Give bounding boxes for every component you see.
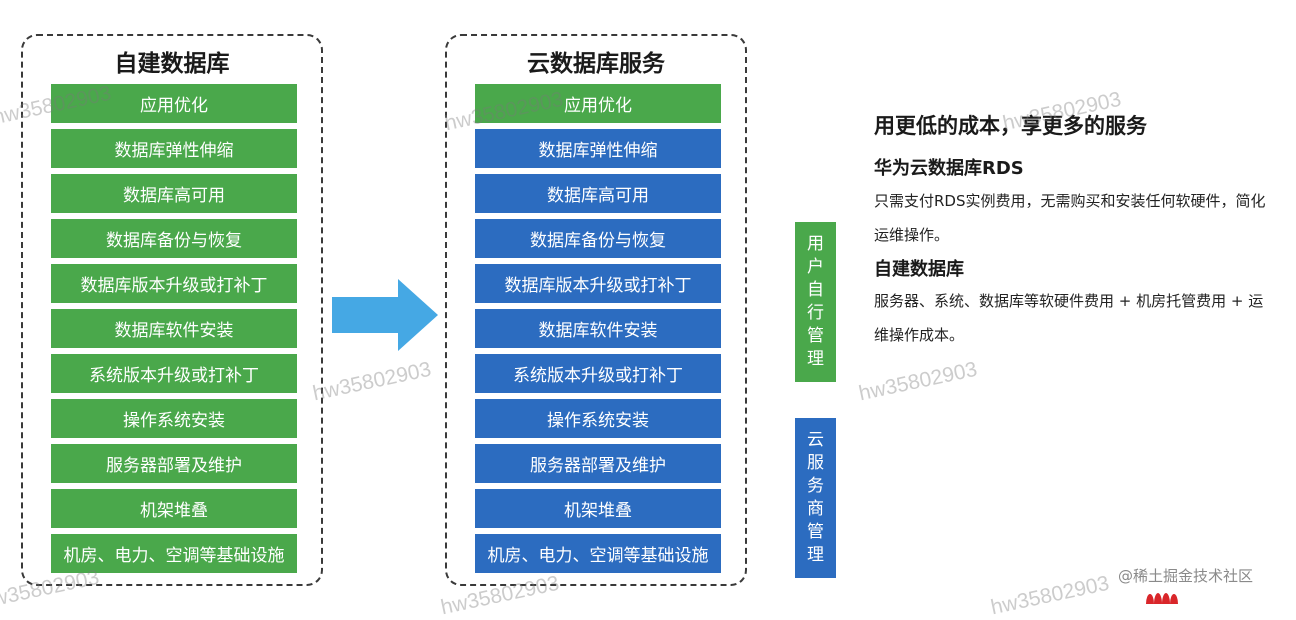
legend-char: 行 bbox=[807, 303, 824, 323]
rds-description: 只需支付RDS实例费用，无需购买和安装任何软硬件，简化运维操作。 bbox=[874, 192, 1266, 244]
stack-layer: 服务器部署及维护 bbox=[475, 444, 721, 483]
stack-layer: 机架堆叠 bbox=[475, 489, 721, 528]
notes-heading: 用更低的成本，享更多的服务 bbox=[874, 114, 1147, 138]
legend-char: 户 bbox=[807, 257, 824, 277]
stack-layer: 系统版本升级或打补丁 bbox=[51, 354, 297, 393]
user-managed-legend: 用户自行管理 bbox=[795, 222, 836, 382]
cloud-db-panel: 云数据库服务 应用优化数据库弹性伸缩数据库高可用数据库备份与恢复数据库版本升级或… bbox=[445, 34, 747, 586]
stack-layer: 机房、电力、空调等基础设施 bbox=[51, 534, 297, 573]
rds-heading: 华为云数据库RDS bbox=[874, 158, 1024, 179]
watermark: hw35802903 bbox=[988, 571, 1112, 620]
stack-layer: 系统版本升级或打补丁 bbox=[475, 354, 721, 393]
self-built-db-title: 自建数据库 bbox=[114, 51, 230, 77]
self-built-description: 服务器、系统、数据库等软硬件费用 + 机房托管费用 + 运维操作成本。 bbox=[874, 292, 1264, 344]
stack-layer: 数据库软件安装 bbox=[475, 309, 721, 348]
stack-layer: 数据库弹性伸缩 bbox=[51, 129, 297, 168]
legend-char: 用 bbox=[807, 234, 824, 254]
watermark: hw35802903 bbox=[310, 357, 434, 406]
stack-layer: 数据库版本升级或打补丁 bbox=[475, 264, 721, 303]
self-built-db-panel: 自建数据库 应用优化数据库弹性伸缩数据库高可用数据库备份与恢复数据库版本升级或打… bbox=[21, 34, 323, 586]
stack-layer: 操作系统安装 bbox=[51, 399, 297, 438]
stack-layer: 数据库版本升级或打补丁 bbox=[51, 264, 297, 303]
stack-layer: 数据库备份与恢复 bbox=[475, 219, 721, 258]
right-arrow-icon bbox=[332, 279, 438, 351]
huawei-logo-icon bbox=[1146, 593, 1178, 604]
legend-char: 自 bbox=[807, 280, 824, 300]
legend-char: 服 bbox=[807, 453, 824, 473]
watermark: hw35802903 bbox=[856, 357, 980, 406]
stack-layer: 数据库高可用 bbox=[51, 174, 297, 213]
legend-char: 务 bbox=[807, 476, 824, 496]
brand-label: @稀土掘金技术社区 bbox=[1118, 567, 1254, 585]
stack-layer: 应用优化 bbox=[51, 84, 297, 123]
cloud-layer-stack: 应用优化数据库弹性伸缩数据库高可用数据库备份与恢复数据库版本升级或打补丁数据库软… bbox=[475, 84, 721, 579]
legend-char: 管 bbox=[807, 522, 824, 542]
legend-char: 云 bbox=[807, 430, 824, 450]
stack-layer: 数据库弹性伸缩 bbox=[475, 129, 721, 168]
self-built-heading: 自建数据库 bbox=[874, 259, 964, 280]
cloud-managed-legend: 云服务商管理 bbox=[795, 418, 836, 578]
self-built-layer-stack: 应用优化数据库弹性伸缩数据库高可用数据库备份与恢复数据库版本升级或打补丁数据库软… bbox=[51, 84, 297, 579]
legend-char: 理 bbox=[807, 545, 824, 565]
stack-layer: 服务器部署及维护 bbox=[51, 444, 297, 483]
legend-char: 商 bbox=[807, 499, 824, 519]
stack-layer: 数据库高可用 bbox=[475, 174, 721, 213]
legend-char: 理 bbox=[807, 349, 824, 369]
stack-layer: 数据库备份与恢复 bbox=[51, 219, 297, 258]
stack-layer: 应用优化 bbox=[475, 84, 721, 123]
cloud-db-title: 云数据库服务 bbox=[527, 51, 665, 77]
stack-layer: 机房、电力、空调等基础设施 bbox=[475, 534, 721, 573]
stack-layer: 操作系统安装 bbox=[475, 399, 721, 438]
stack-layer: 机架堆叠 bbox=[51, 489, 297, 528]
legend-char: 管 bbox=[807, 326, 824, 346]
stack-layer: 数据库软件安装 bbox=[51, 309, 297, 348]
